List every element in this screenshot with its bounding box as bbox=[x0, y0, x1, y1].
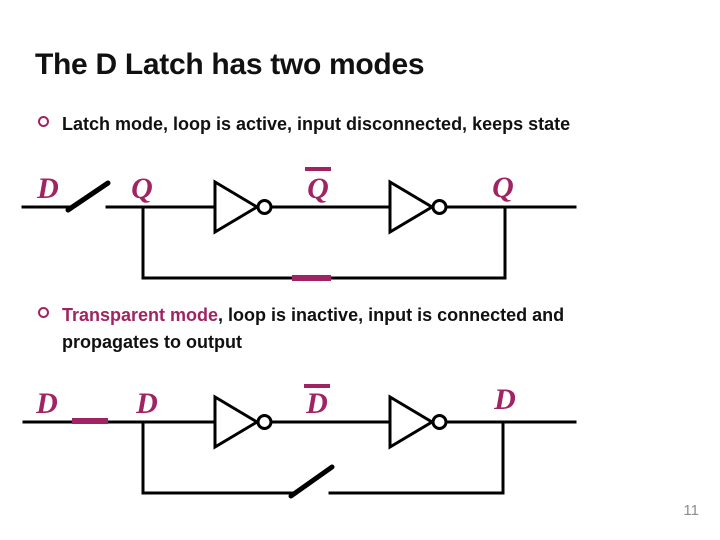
open-switch-icon bbox=[65, 180, 111, 213]
node-label: Q bbox=[131, 172, 153, 205]
inverter2-bubble-icon bbox=[431, 199, 448, 215]
transparent-mode-circuit-diagram: D D D D bbox=[22, 383, 577, 499]
inverter2-icon bbox=[388, 394, 435, 450]
bullet-transparent-line1: Transparent mode, loop is inactive, inpu… bbox=[62, 302, 564, 329]
output-label: D bbox=[493, 383, 516, 416]
inverter1-bubble-icon bbox=[256, 199, 273, 215]
bullet-ring-icon bbox=[38, 116, 49, 127]
inverter2-icon bbox=[388, 179, 435, 235]
mid-label: D bbox=[305, 387, 328, 420]
highlight-transparent-mode: Transparent mode bbox=[62, 305, 219, 325]
bullet-latch-mode: Latch mode, loop is active, input discon… bbox=[38, 111, 570, 138]
latch-mode-circuit-diagram: D Q Q Q bbox=[21, 167, 577, 281]
input-label: D bbox=[35, 387, 58, 420]
bullet-transparent-mode-text: Transparent mode, loop is inactive, inpu… bbox=[62, 302, 564, 356]
bullet-ring-icon bbox=[38, 307, 49, 318]
inverter1-icon bbox=[213, 179, 260, 235]
bullet-latch-mode-text: Latch mode, loop is active, input discon… bbox=[62, 114, 571, 134]
mid-label: Q bbox=[307, 172, 329, 205]
page-number: 11 bbox=[683, 502, 699, 519]
inverter2-bubble-icon bbox=[431, 414, 448, 430]
inverter1-bubble-icon bbox=[256, 414, 273, 430]
input-label: D bbox=[36, 172, 59, 205]
bullet-transparent-mode: Transparent mode, loop is inactive, inpu… bbox=[38, 302, 564, 356]
bullet-transparent-line2: propagates to output bbox=[62, 332, 242, 352]
node-label: D bbox=[135, 387, 158, 420]
open-switch-icon bbox=[288, 464, 335, 499]
bullet-transparent-rest: , loop is inactive, input is connected a… bbox=[218, 305, 565, 325]
page-title: The D Latch has two modes bbox=[35, 48, 425, 81]
inverter1-icon bbox=[213, 394, 260, 450]
output-label: Q bbox=[492, 171, 514, 204]
